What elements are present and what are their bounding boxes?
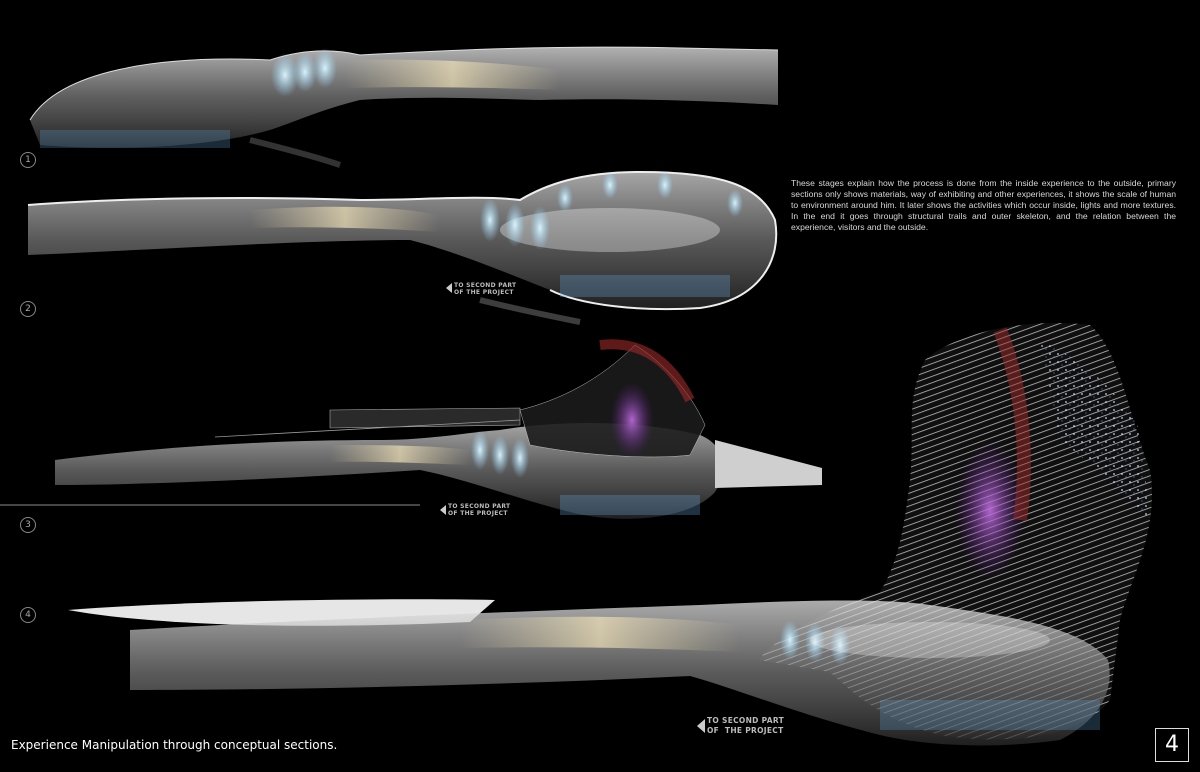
board-caption: Experience Manipulation through conceptu… <box>11 738 338 752</box>
link-label-line1: TO SECOND PART <box>448 503 511 510</box>
arrow-left-icon[interactable] <box>440 505 446 515</box>
stage-number-1: 1 <box>20 152 36 168</box>
stages-description: These stages explain how the process is … <box>791 178 1176 232</box>
link-label-line1: TO SECOND PART <box>707 716 784 725</box>
section-1-drawing <box>29 46 779 168</box>
link-label-line2: OF THE PROJECT <box>454 289 514 296</box>
arrow-left-icon[interactable] <box>697 719 705 733</box>
section-4-drawing <box>68 323 1153 746</box>
stage-number-4: 4 <box>20 607 36 623</box>
arrow-left-icon[interactable] <box>446 283 452 293</box>
section-2-drawing <box>27 170 778 325</box>
stage-number-3: 3 <box>20 517 36 533</box>
link-label-line2: OF THE PROJECT <box>448 510 508 517</box>
link-label-line2: OF THE PROJECT <box>707 726 784 735</box>
stage-number-2: 2 <box>20 301 36 317</box>
page-number-badge: 4 <box>1155 728 1189 762</box>
section-3-drawing <box>0 339 822 519</box>
link-label-line1: TO SECOND PART <box>454 282 517 289</box>
